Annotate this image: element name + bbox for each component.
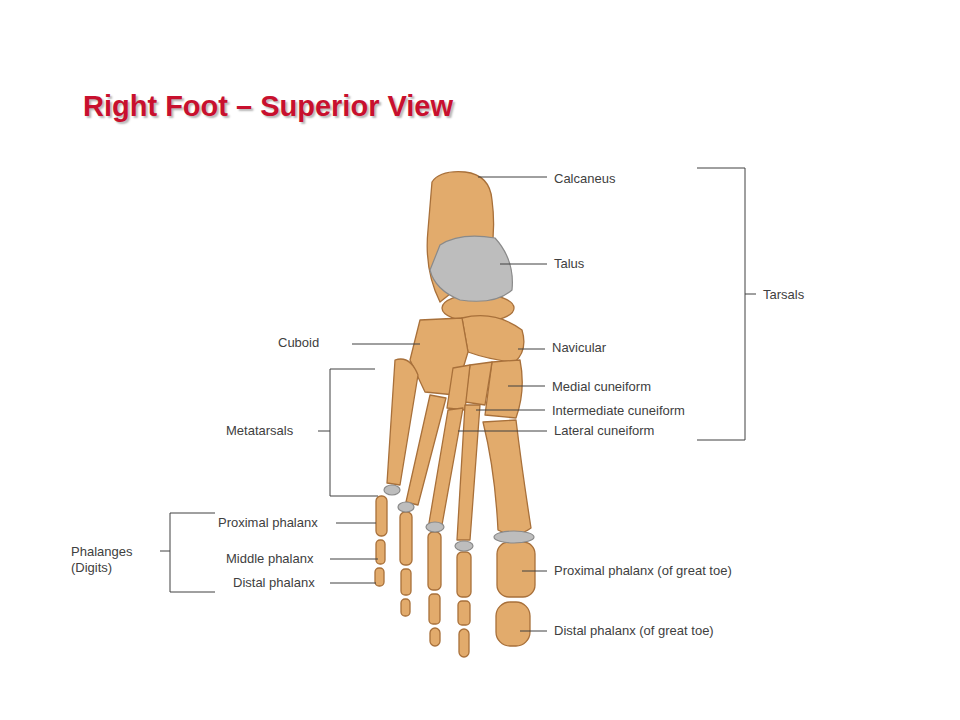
part-label: Medial cuneiform — [552, 379, 651, 395]
part-label: Navicular — [552, 340, 606, 356]
part-label: Metatarsals — [226, 423, 293, 439]
part-label: Distal phalanx (of great toe) — [554, 623, 714, 639]
part-label: Proximal phalanx (of great toe) — [554, 563, 732, 579]
part-label: Middle phalanx — [226, 551, 313, 567]
part-label: Cuboid — [278, 335, 319, 351]
part-label: Talus — [554, 256, 584, 272]
part-label: Tarsals — [763, 287, 804, 303]
part-label: Lateral cuneiform — [554, 423, 654, 439]
part-label: Phalanges (Digits) — [71, 544, 151, 576]
part-label: Proximal phalanx — [218, 515, 318, 531]
part-label: Calcaneus — [554, 171, 615, 187]
part-label: Distal phalanx — [233, 575, 315, 591]
part-label: Intermediate cuneiform — [552, 403, 685, 419]
slide-title: Right Foot – Superior View — [83, 90, 453, 123]
